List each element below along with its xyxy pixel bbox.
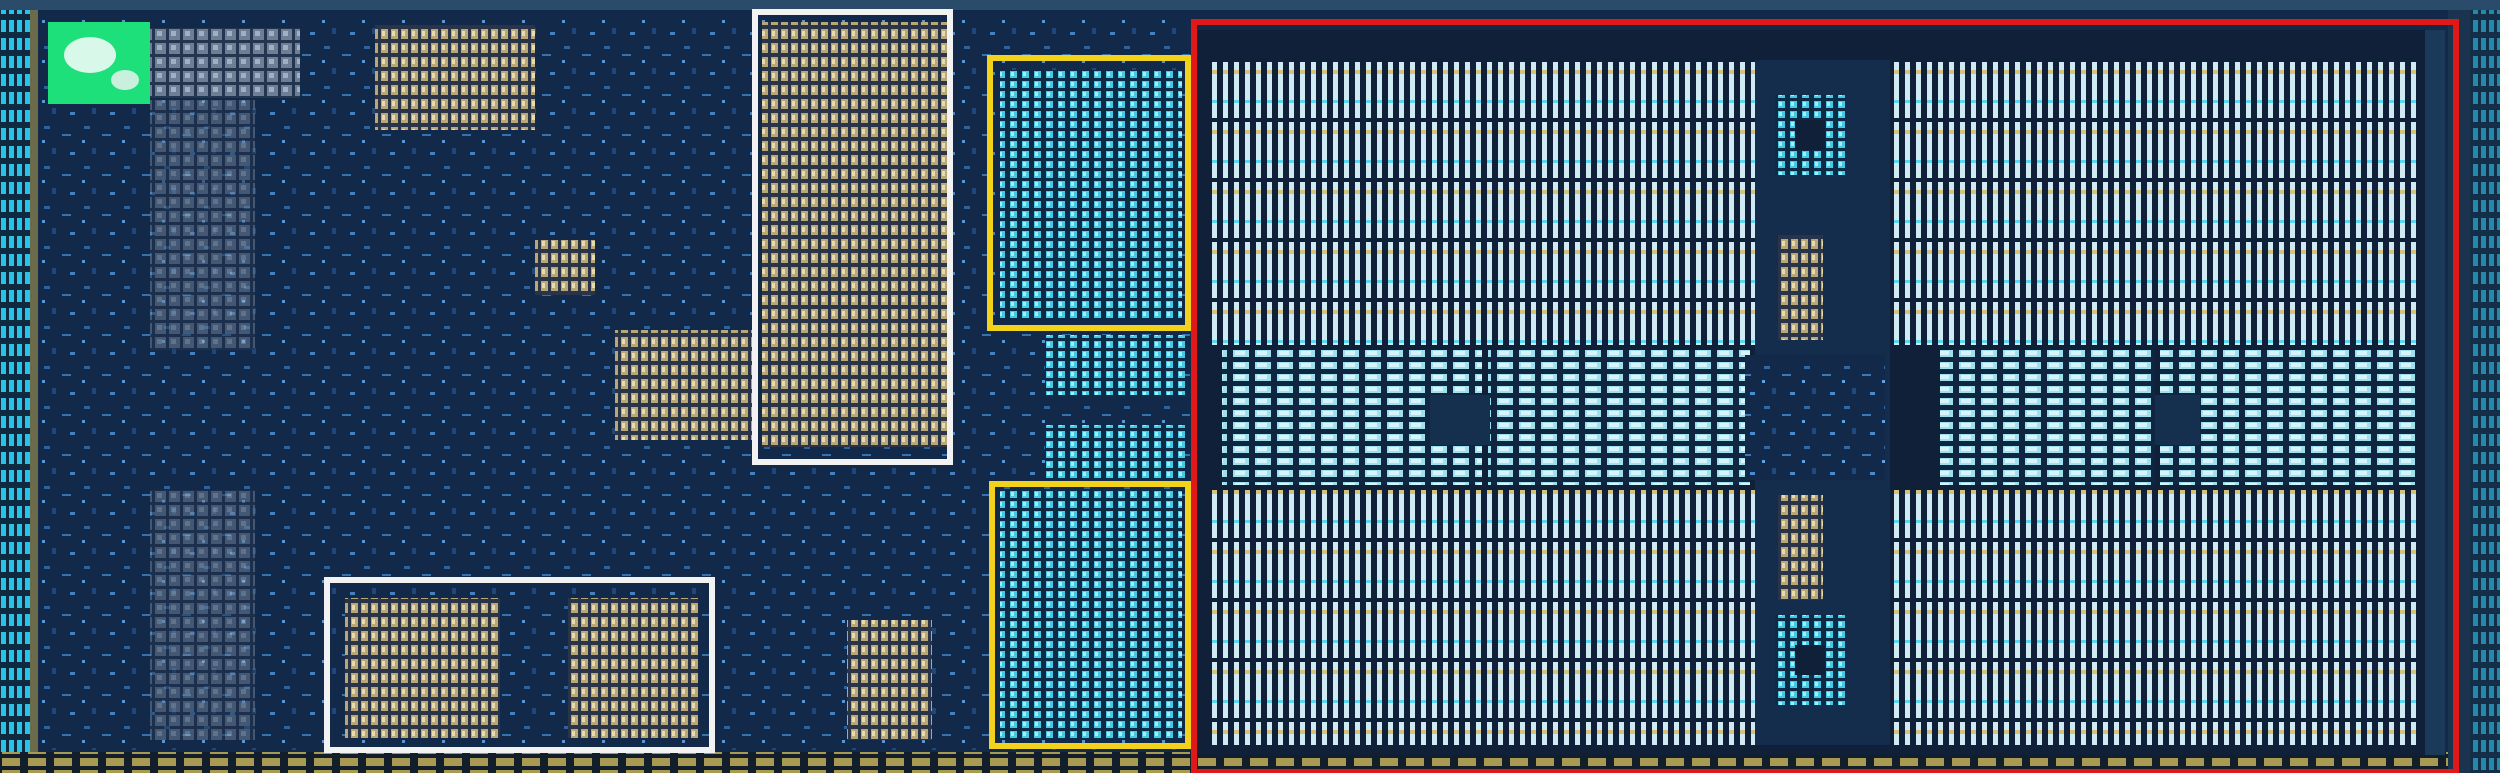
- cache-bank: [1210, 490, 1755, 745]
- sram-block: [615, 330, 755, 440]
- sram-block: [1045, 335, 1185, 395]
- sram-block: [1000, 490, 1182, 740]
- left-edge-io: [0, 0, 30, 773]
- sram-block: [762, 22, 947, 447]
- bottom-edge-io: [0, 752, 2500, 773]
- cache-tags: [1940, 350, 2155, 485]
- sram-block: [375, 25, 535, 130]
- sram-block: [1045, 425, 1185, 480]
- sram-block: [150, 28, 300, 98]
- sram-block: [535, 240, 595, 295]
- sram-block: [150, 490, 255, 740]
- sram-block: [150, 100, 255, 350]
- sram-block: [568, 598, 698, 738]
- sram-block: [1000, 70, 1182, 320]
- sram-block: [345, 598, 500, 738]
- sram-block: [847, 620, 932, 740]
- cache-bank: [1210, 60, 1755, 345]
- cache-tags: [1488, 350, 1750, 485]
- top-edge: [0, 0, 2500, 10]
- cache-bank: [1890, 490, 2420, 745]
- cache-bank: [1890, 60, 2420, 345]
- right-edge: [2425, 30, 2445, 755]
